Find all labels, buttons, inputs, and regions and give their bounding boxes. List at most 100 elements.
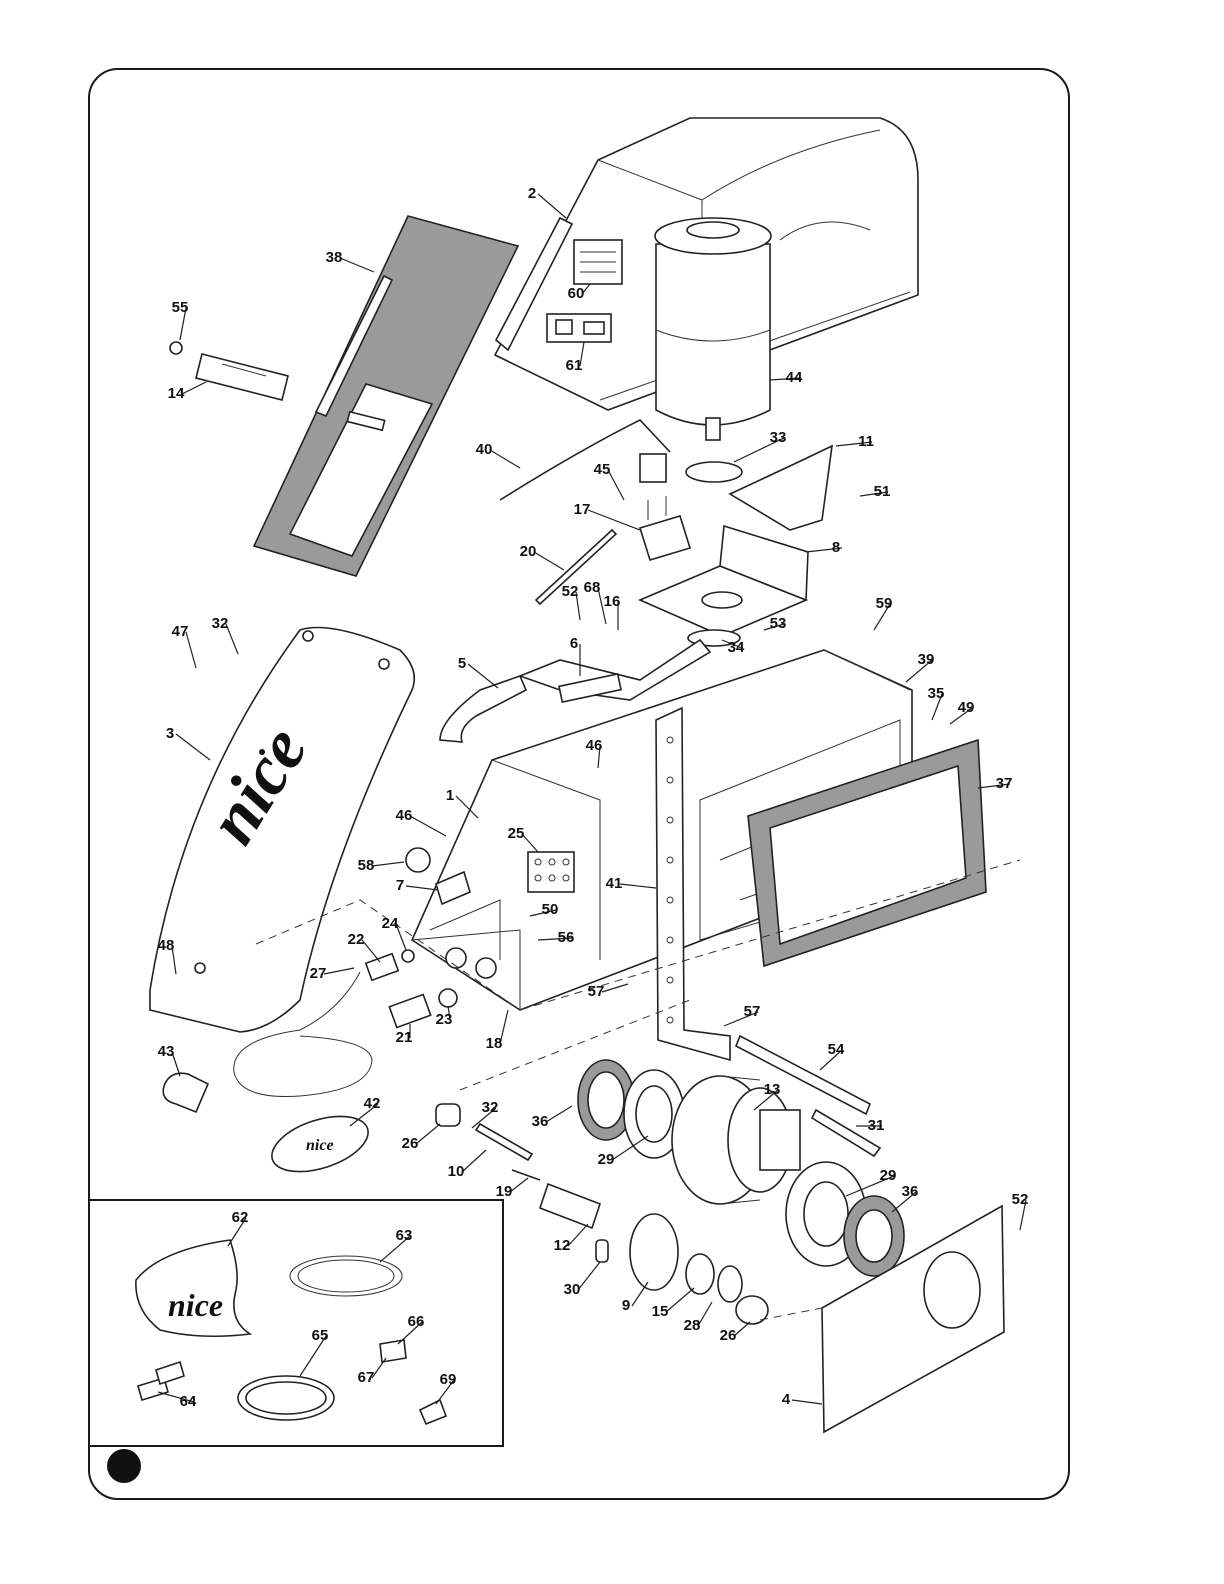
callout-label-20: 20 [520,543,537,560]
callout-label-55: 55 [172,299,189,316]
callout-label-49: 49 [958,699,975,716]
leader-line-30 [578,1262,600,1290]
callout-label-17: 17 [574,501,591,518]
callout-label-62: 62 [232,1209,249,1226]
callout-label-26: 26 [720,1327,737,1344]
callout-label-63: 63 [396,1227,413,1244]
callout-label-9: 9 [622,1297,630,1314]
callout-label-51: 51 [874,483,891,500]
cable-gland-21 [389,995,430,1028]
gear-assembly [436,1036,904,1324]
leader-line-58 [372,862,404,866]
leader-line-2 [538,194,566,218]
callout-label-19: 19 [496,1183,513,1200]
callout-label-39: 39 [918,651,935,668]
callout-label-40: 40 [476,441,493,458]
leader-line-40 [490,450,520,468]
leader-line-22 [362,940,380,962]
callout-label-14: 14 [168,385,185,402]
callout-label-60: 60 [568,285,585,302]
callout-label-66: 66 [408,1313,425,1330]
leader-line-57 [602,984,628,992]
callout-label-32: 32 [482,1099,499,1116]
leader-line-38 [340,258,374,272]
callout-label-38: 38 [326,249,343,266]
o-ring-33 [686,462,742,482]
callout-label-42: 42 [364,1095,381,1112]
leader-line-9 [632,1282,648,1306]
callout-label-57: 57 [588,983,605,1000]
callout-label-24: 24 [382,915,399,932]
callout-label-27: 27 [310,965,327,982]
callout-label-46: 46 [396,807,413,824]
callout-label-56: 56 [558,929,575,946]
callout-label-33: 33 [770,429,787,446]
callout-label-47: 47 [172,623,189,640]
callout-label-57: 57 [744,1003,761,1020]
callout-label-41: 41 [606,875,623,892]
callout-label-54: 54 [828,1041,845,1058]
leader-line-46 [410,816,446,836]
leader-line-26 [734,1322,750,1336]
callout-label-11: 11 [858,433,874,450]
washer-24 [402,950,414,962]
callout-label-5: 5 [458,655,466,672]
leader-line-20 [534,552,564,570]
svg-text:nice: nice [168,1287,223,1323]
callout-label-7: 7 [396,877,404,894]
leader-line-45 [608,470,624,500]
leader-line-26 [416,1124,440,1144]
leader-line-15 [666,1288,694,1312]
callout-label-13: 13 [764,1081,781,1098]
callout-label-68: 68 [584,579,601,596]
callout-label-16: 16 [604,593,621,610]
callout-label-36: 36 [902,1183,919,1200]
leader-line-19 [510,1178,528,1192]
cap-43 [163,1073,208,1112]
key-plate-42: nice [265,1106,375,1183]
callout-label-29: 29 [880,1167,897,1184]
callout-label-31: 31 [868,1117,885,1134]
limit-switch [640,496,690,560]
callout-label-8: 8 [832,539,840,556]
callout-label-53: 53 [770,615,787,632]
callout-label-25: 25 [508,825,525,842]
side-panel [254,216,518,576]
leader-line-7 [406,886,438,890]
leader-line-4 [792,1400,822,1404]
leader-line-3 [176,734,210,760]
cable-gland-22 [366,954,398,980]
callout-label-3: 3 [166,725,174,742]
nut-58 [406,848,430,872]
callout-label-37: 37 [996,775,1013,792]
callout-label-65: 65 [312,1327,329,1344]
callout-label-43: 43 [158,1043,175,1060]
callout-label-28: 28 [684,1317,701,1334]
callout-label-30: 30 [564,1281,581,1298]
leader-line-12 [568,1224,588,1246]
callout-label-29: 29 [598,1151,615,1168]
callout-label-67: 67 [358,1369,375,1386]
callout-label-48: 48 [158,937,175,954]
terminal-block [528,852,574,892]
callout-label-26: 26 [402,1135,419,1152]
callout-label-32: 32 [212,615,229,632]
nut-23 [439,989,457,1007]
callout-label-21: 21 [396,1029,413,1046]
callout-label-22: 22 [348,931,365,948]
callout-label-2: 2 [528,185,536,202]
callout-label-15: 15 [652,1303,669,1320]
svg-text:nice: nice [306,1137,334,1154]
leader-line-36 [546,1106,572,1122]
callout-label-69: 69 [440,1371,457,1388]
callout-label-46: 46 [586,737,603,754]
callout-label-34: 34 [728,639,745,656]
callout-label-6: 6 [570,635,578,652]
callout-label-64: 64 [180,1393,197,1410]
connector [640,454,666,482]
page-marker-dot [107,1449,141,1483]
callout-label-35: 35 [928,685,945,702]
callout-label-4: 4 [782,1391,791,1408]
callout-label-44: 44 [786,369,803,386]
